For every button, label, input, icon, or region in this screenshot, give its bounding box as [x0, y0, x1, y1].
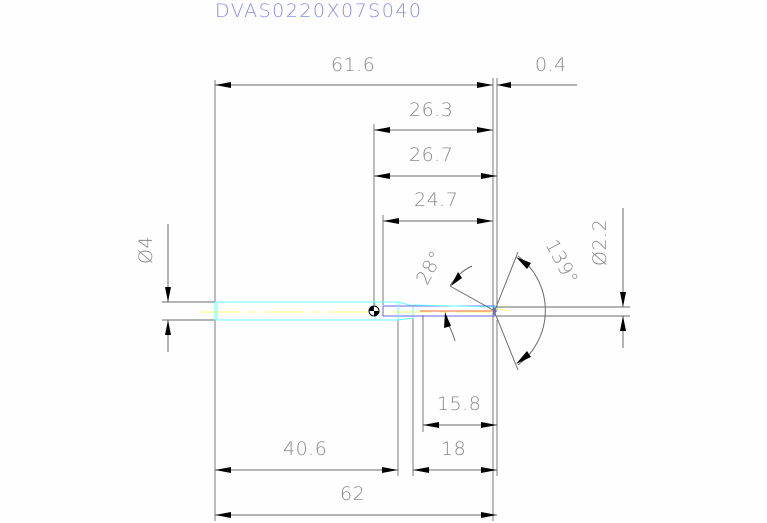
center-mark-icon — [368, 305, 380, 317]
arrow-icon — [620, 316, 626, 331]
svg-text:0.4: 0.4 — [535, 54, 567, 76]
dimension-40-6: 40.6 — [215, 438, 398, 473]
dimension-tip-diameter: Ø2.2 — [497, 208, 630, 348]
arrow-icon — [383, 218, 399, 224]
svg-text:Ø2.2: Ø2.2 — [589, 219, 611, 266]
dimension-62: 62 — [215, 483, 497, 518]
arrow-icon — [165, 320, 171, 335]
arrow-icon — [516, 257, 531, 269]
arrow-icon — [451, 272, 462, 286]
svg-text:26.3: 26.3 — [409, 99, 453, 121]
arrow-icon — [481, 422, 497, 428]
arrow-icon — [215, 82, 231, 88]
dimension-helix-angle: 28° — [412, 247, 494, 342]
dimension-26-3: 26.3 — [374, 99, 493, 133]
arrow-icon — [477, 218, 493, 224]
arrow-icon — [481, 467, 497, 473]
arrow-icon — [516, 351, 531, 364]
arrow-icon — [374, 173, 390, 179]
arrow-icon — [215, 467, 231, 473]
dimension-point-angle: 139° — [494, 236, 583, 371]
extension-lines — [214, 78, 498, 521]
arrow-icon — [481, 512, 497, 518]
arrow-icon — [374, 127, 390, 133]
svg-text:61.6: 61.6 — [331, 54, 375, 76]
arrow-icon — [477, 82, 493, 88]
arrow-icon — [215, 512, 231, 518]
drawing-title: DVAS0220X07S040 — [215, 0, 423, 22]
arrow-icon — [477, 127, 493, 133]
svg-text:18: 18 — [441, 438, 466, 460]
dimension-0-4: 0.4 — [497, 54, 577, 88]
svg-text:62: 62 — [340, 483, 365, 505]
arrow-icon — [620, 292, 626, 307]
dimension-15-8: 15.8 — [423, 393, 497, 428]
svg-text:40.6: 40.6 — [283, 438, 327, 460]
arrow-icon — [165, 287, 171, 302]
dimension-18: 18 — [413, 438, 497, 473]
svg-text:139°: 139° — [541, 236, 583, 289]
dimension-shank-diameter: Ø4 — [135, 224, 215, 352]
dimension-26-7: 26.7 — [374, 144, 497, 179]
svg-text:28°: 28° — [412, 247, 448, 288]
dimension-24-7: 24.7 — [383, 189, 493, 224]
svg-text:24.7: 24.7 — [414, 189, 458, 211]
arrow-icon — [444, 312, 451, 328]
arrow-icon — [413, 467, 429, 473]
arrow-icon — [382, 467, 398, 473]
arrow-icon — [481, 173, 497, 179]
svg-text:26.7: 26.7 — [409, 144, 453, 166]
svg-text:15.8: 15.8 — [437, 393, 481, 415]
svg-text:Ø4: Ø4 — [135, 236, 157, 264]
tool-profile — [200, 301, 511, 321]
arrow-icon — [497, 82, 511, 88]
arrow-icon — [423, 422, 439, 428]
dimension-61-6: 61.6 — [215, 54, 493, 88]
